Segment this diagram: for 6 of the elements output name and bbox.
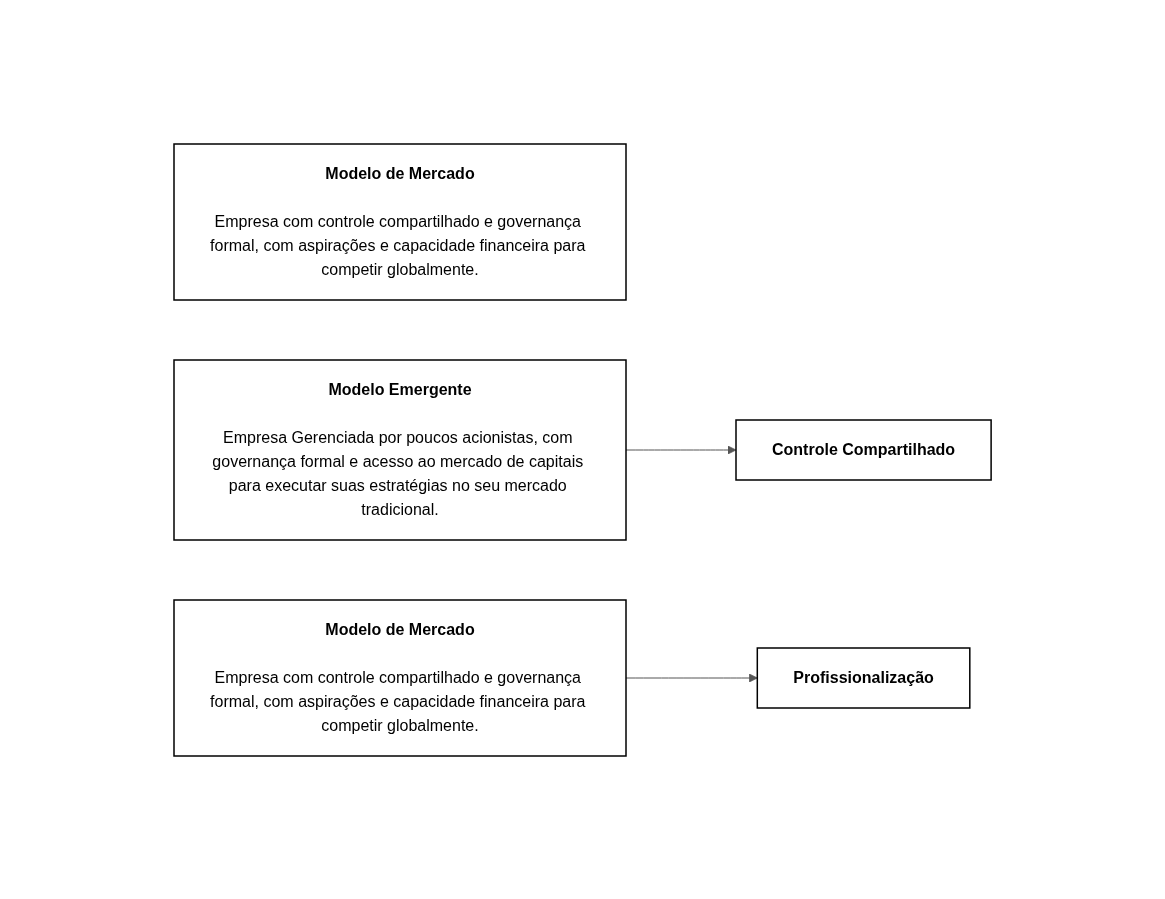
- node-box: Profissionalização: [756, 646, 971, 709]
- node-box: Modelo de Mercado Empresa com controle compartilhado e governança formal, com aspirações e capacidade financeira para competir globalmente.: [173, 142, 627, 301]
- arrow: [625, 673, 758, 682]
- node-box: Modelo de Mercado Empresa com controle compartilhado e governança formal, com aspirações e capacidade financeira para competir globalmente.: [173, 598, 627, 757]
- node-box: Modelo Emergente Empresa Gerenciada por poucos acionistas, com governança formal e acesso ao mercado de capitais para executar suas estratégias no seu mercado tradicional.: [173, 358, 627, 541]
- node-box: Controle Compartilhado: [735, 418, 992, 481]
